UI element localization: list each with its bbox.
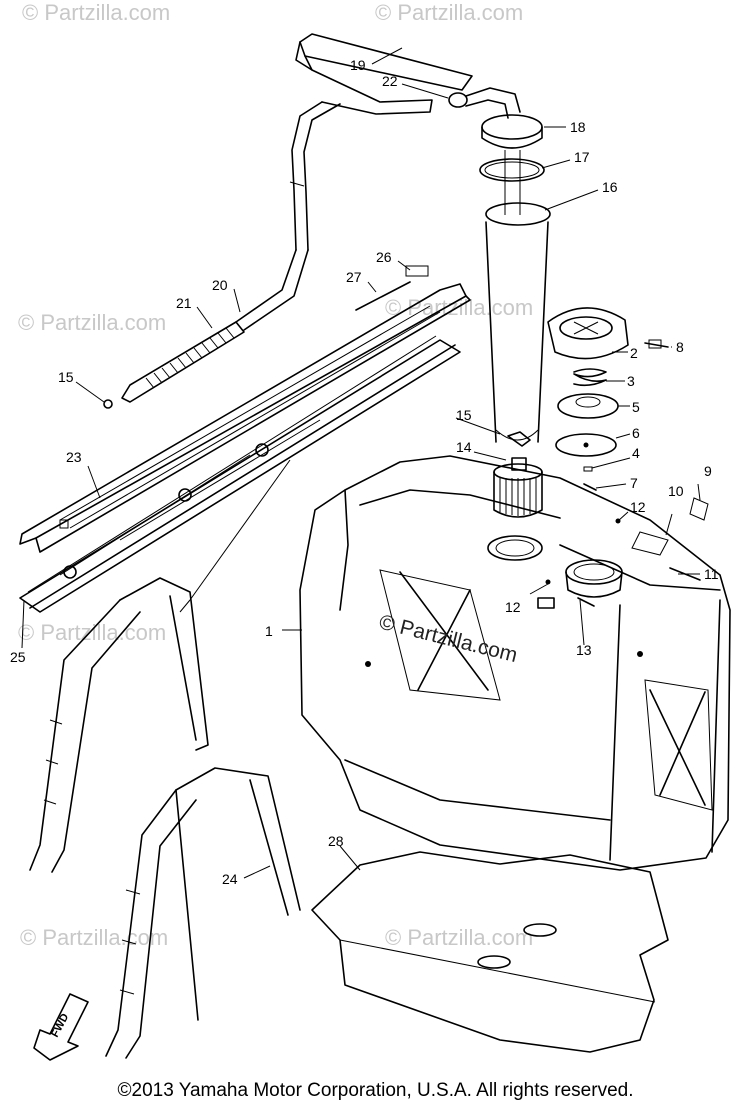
callout-labels: 1 2 3 4 5 6 7 8 9 10 11 12 12 13 14 15 1… [10,57,719,887]
callout-5: 5 [632,399,640,415]
fuel-strainer [493,431,543,518]
callout-17: 17 [574,149,590,165]
callout-1: 1 [265,623,273,639]
callout-4: 4 [632,445,640,461]
floor-mat [311,851,669,1053]
callout-28: 28 [328,833,344,849]
callout-11: 11 [704,566,719,582]
watermark: © Partzilla.com [375,0,523,25]
callout-26: 26 [376,249,392,265]
callout-12: 12 [630,499,646,515]
callout-13: 13 [576,642,592,658]
callout-24: 24 [222,871,238,887]
callout-2: 2 [630,345,638,361]
callout-22: 22 [382,73,398,89]
watermark: © Partzilla.com [18,620,166,645]
callout-27: 27 [346,269,362,285]
callout-15: 15 [58,369,74,385]
callout-7: 7 [630,475,638,491]
leader-lines [21,47,701,879]
breather-hose [103,33,473,409]
callout-12: 12 [505,599,521,615]
callout-6: 6 [632,425,640,441]
watermark: © Partzilla.com [22,0,170,25]
callout-3: 3 [627,373,635,389]
callout-10: 10 [668,483,684,499]
watermark: © Partzilla.com [385,925,533,950]
watermark: © Partzilla.com [385,295,533,320]
callout-9: 9 [704,463,712,479]
callout-18: 18 [570,119,586,135]
callout-21: 21 [176,295,192,311]
fuel-cap-parts [547,307,669,491]
callout-20: 20 [212,277,228,293]
callout-16: 16 [602,179,618,195]
forward-arrow: FWD [33,993,89,1061]
callout-23: 23 [66,449,82,465]
copyright-notice: ©2013 Yamaha Motor Corporation, U.S.A. A… [117,1080,634,1101]
fuel-tank [299,455,731,871]
vent-cap-assembly [448,87,551,443]
tank-bracket [19,265,471,613]
callout-25: 25 [10,649,26,665]
callout-19: 19 [350,57,366,73]
center-watermark: © Partzilla.com [377,611,520,668]
tank-straps [29,577,301,1059]
fwd-label: FWD [49,1012,71,1040]
watermark: © Partzilla.com [18,310,166,335]
watermark: © Partzilla.com [20,925,168,950]
callout-8: 8 [676,339,684,355]
callout-14: 14 [456,439,472,455]
callout-15: 15 [456,407,472,423]
